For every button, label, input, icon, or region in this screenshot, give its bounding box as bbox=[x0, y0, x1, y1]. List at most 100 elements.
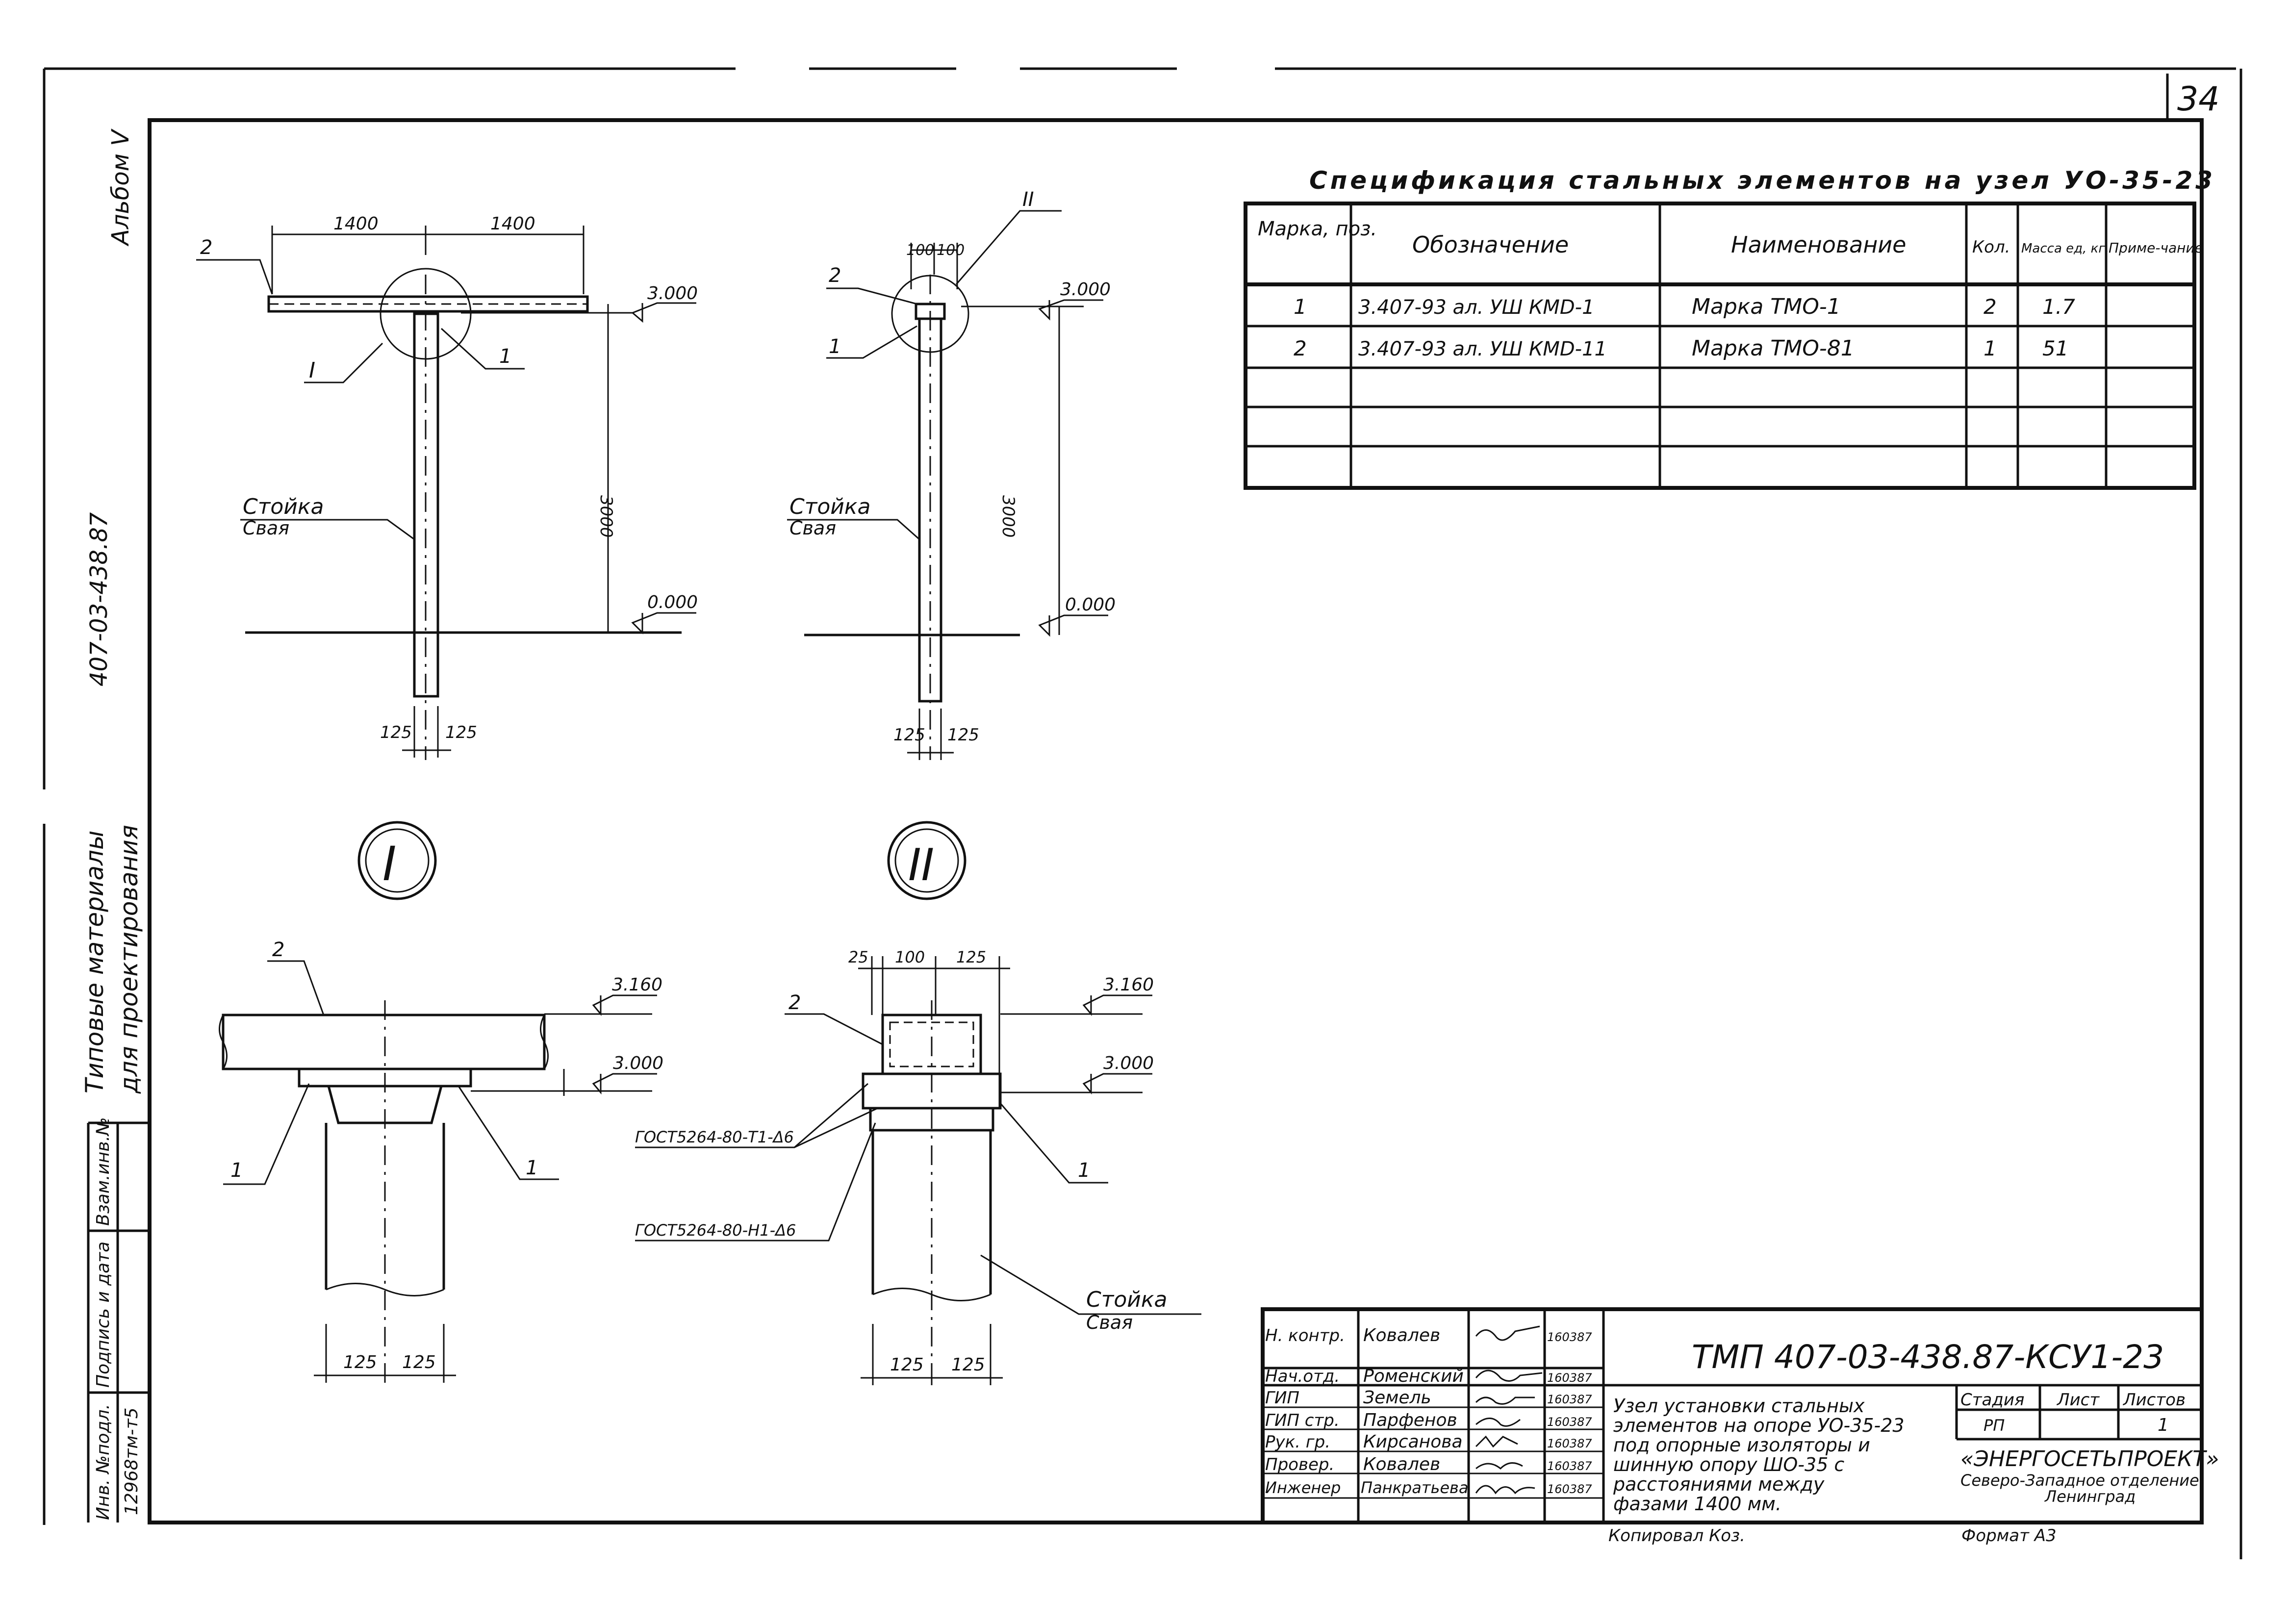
header-note: Приме-чание bbox=[2109, 240, 2203, 256]
sign-date-label: Подпись и дата bbox=[93, 1242, 113, 1388]
title-block: ТМП 407-03-438.87-КСУ1-23 Н. контр. Кова… bbox=[1261, 1307, 2219, 1546]
header-designation: Обозначение bbox=[1412, 231, 1569, 258]
name-3: Земель bbox=[1363, 1388, 1431, 1408]
dim-right-1400: 1400 bbox=[490, 214, 535, 234]
row2-qty: 1 bbox=[1984, 336, 1997, 360]
mark-1-right: 1 bbox=[526, 1157, 538, 1179]
stage-value: РП bbox=[1984, 1416, 2005, 1435]
dim-right: 125 bbox=[402, 1352, 436, 1372]
desc-line-3: под опорные изоляторы и bbox=[1613, 1434, 1870, 1456]
mark-II-label: II bbox=[1022, 188, 1034, 211]
mark-1: 1 bbox=[829, 335, 841, 358]
mark-2: 2 bbox=[788, 991, 801, 1014]
sheets-value: 1 bbox=[2158, 1415, 2169, 1435]
detail-I: I 2 1 1 3.160 3.000 125 125 bbox=[219, 821, 663, 1383]
detail-II-title: II bbox=[908, 839, 934, 891]
height-dim: 3000 bbox=[998, 495, 1018, 538]
desc-line-4: шинную опору ШО-35 с bbox=[1613, 1454, 1844, 1475]
desc-line-6: фазами 1400 мм. bbox=[1613, 1493, 1781, 1515]
name-7: Панкратьева bbox=[1361, 1478, 1469, 1497]
spec-title: Спецификация стальных элементов на узел … bbox=[1309, 166, 2215, 195]
pile-label: Свая bbox=[243, 517, 289, 539]
date-5: 160387 bbox=[1547, 1437, 1592, 1450]
post-label: Стойка bbox=[1086, 1287, 1167, 1312]
header-qty: Кол. bbox=[1972, 237, 2010, 257]
header-name: Наименование bbox=[1731, 231, 1906, 258]
page-number: 34 bbox=[2177, 80, 2220, 119]
role-1: Н. контр. bbox=[1265, 1326, 1345, 1345]
date-4: 160387 bbox=[1547, 1415, 1592, 1429]
mark-2: 2 bbox=[272, 939, 284, 961]
pile-label: Свая bbox=[1086, 1312, 1133, 1333]
dim-right-100: 100 bbox=[937, 242, 965, 259]
pile-label: Свая bbox=[789, 517, 836, 539]
role-3: ГИП bbox=[1265, 1388, 1299, 1408]
mark-1: 1 bbox=[1078, 1159, 1090, 1182]
dim-25: 25 bbox=[848, 948, 868, 966]
header-mass: Масса ед, кг. bbox=[2021, 241, 2109, 256]
dim-left-100: 100 bbox=[906, 242, 934, 259]
date-3: 160387 bbox=[1547, 1393, 1592, 1406]
bottom-dim-right: 125 bbox=[947, 725, 979, 745]
dim-125: 125 bbox=[956, 948, 986, 966]
weld-label-1: ГОСТ5264-80-Т1-Δ6 bbox=[635, 1128, 794, 1146]
name-1: Ковалев bbox=[1363, 1325, 1440, 1345]
bottom-dim-left: 125 bbox=[893, 725, 925, 745]
mark-I-label: I bbox=[309, 358, 315, 383]
role-5: Рук. гр. bbox=[1265, 1432, 1330, 1452]
level-bottom: 3.000 bbox=[613, 1053, 663, 1073]
side-stamp: Альбом V 407-03-438.87 Типовые материалы… bbox=[80, 128, 150, 1522]
post-label: Стойка bbox=[243, 494, 324, 519]
mark-1-right: 1 bbox=[499, 345, 511, 368]
bottom-dim-left: 125 bbox=[380, 723, 412, 742]
date-2: 160387 bbox=[1547, 1371, 1592, 1385]
dim-right: 125 bbox=[951, 1355, 985, 1375]
detail-II: II 25 100 125 2 ГОСТ5264-80-Т1-Δ6 ГОСТ52… bbox=[635, 821, 1201, 1385]
level-top: 3.000 bbox=[1060, 279, 1111, 300]
album-label: Альбом V bbox=[107, 128, 134, 247]
level-ground: 0.000 bbox=[647, 592, 698, 612]
org-branch-1: Северо-Западное отделение bbox=[1960, 1471, 2199, 1490]
level-top: 3.160 bbox=[612, 975, 662, 995]
inv-label: Инв. №подл. bbox=[93, 1404, 113, 1520]
level-top: 3.160 bbox=[1103, 975, 1154, 995]
weld-label-2: ГОСТ5264-80-Н1-Δ6 bbox=[635, 1221, 796, 1240]
signatures bbox=[1475, 1325, 1543, 1495]
desc-line-1: Узел установки стальных bbox=[1613, 1395, 1865, 1417]
sheets-label: Листов bbox=[2122, 1390, 2186, 1410]
sheet-label: Лист bbox=[2056, 1390, 2100, 1410]
org-branch-2: Ленинград bbox=[2044, 1487, 2136, 1506]
level-ground: 0.000 bbox=[1065, 595, 1116, 615]
role-2: Нач.отд. bbox=[1265, 1367, 1340, 1386]
materials-line2: для проектирования bbox=[115, 825, 143, 1094]
desc-line-2: элементов на опоре УО-35-23 bbox=[1613, 1415, 1905, 1436]
materials-line1: Типовые материалы bbox=[80, 831, 109, 1093]
desc-line-5: расстояниями между bbox=[1613, 1473, 1825, 1495]
role-4: ГИП стр. bbox=[1265, 1411, 1340, 1430]
inv-value: 12968тм-т5 bbox=[122, 1407, 142, 1515]
dim-100: 100 bbox=[895, 948, 925, 966]
project-code-vertical: 407-03-438.87 bbox=[85, 512, 113, 686]
row1-name: Марка ТМО-1 bbox=[1692, 294, 1841, 319]
role-7: Инженер bbox=[1265, 1478, 1341, 1497]
level-top: 3.000 bbox=[647, 283, 698, 304]
row1-qty: 2 bbox=[1984, 295, 1997, 319]
sheet-frame bbox=[43, 67, 2242, 1559]
dim-left: 125 bbox=[890, 1355, 924, 1375]
header-mark: Марка, поз. bbox=[1258, 218, 1377, 240]
org-name: «ЭНЕРГОСЕТЬПРОЕКТ» bbox=[1960, 1446, 2219, 1472]
name-6: Ковалев bbox=[1363, 1454, 1440, 1474]
stage-label: Стадия bbox=[1960, 1390, 2024, 1410]
row1-designation: 3.407-93 ал. УШ КМD-1 bbox=[1358, 296, 1595, 319]
name-2: Роменский bbox=[1363, 1366, 1464, 1386]
paper-format: Формат А3 bbox=[1961, 1526, 2057, 1546]
detail-I-title: I bbox=[382, 837, 396, 891]
copied-by: Копировал Коз. bbox=[1608, 1526, 1745, 1546]
mark-2: 2 bbox=[829, 264, 841, 287]
date-6: 160387 bbox=[1547, 1459, 1592, 1473]
view-right: 100 100 II 2 1 3.000 0.000 3000 Стойка С… bbox=[787, 188, 1116, 760]
bottom-dim-right: 125 bbox=[445, 723, 477, 742]
date-1: 160387 bbox=[1547, 1330, 1592, 1344]
role-6: Провер. bbox=[1265, 1455, 1334, 1474]
